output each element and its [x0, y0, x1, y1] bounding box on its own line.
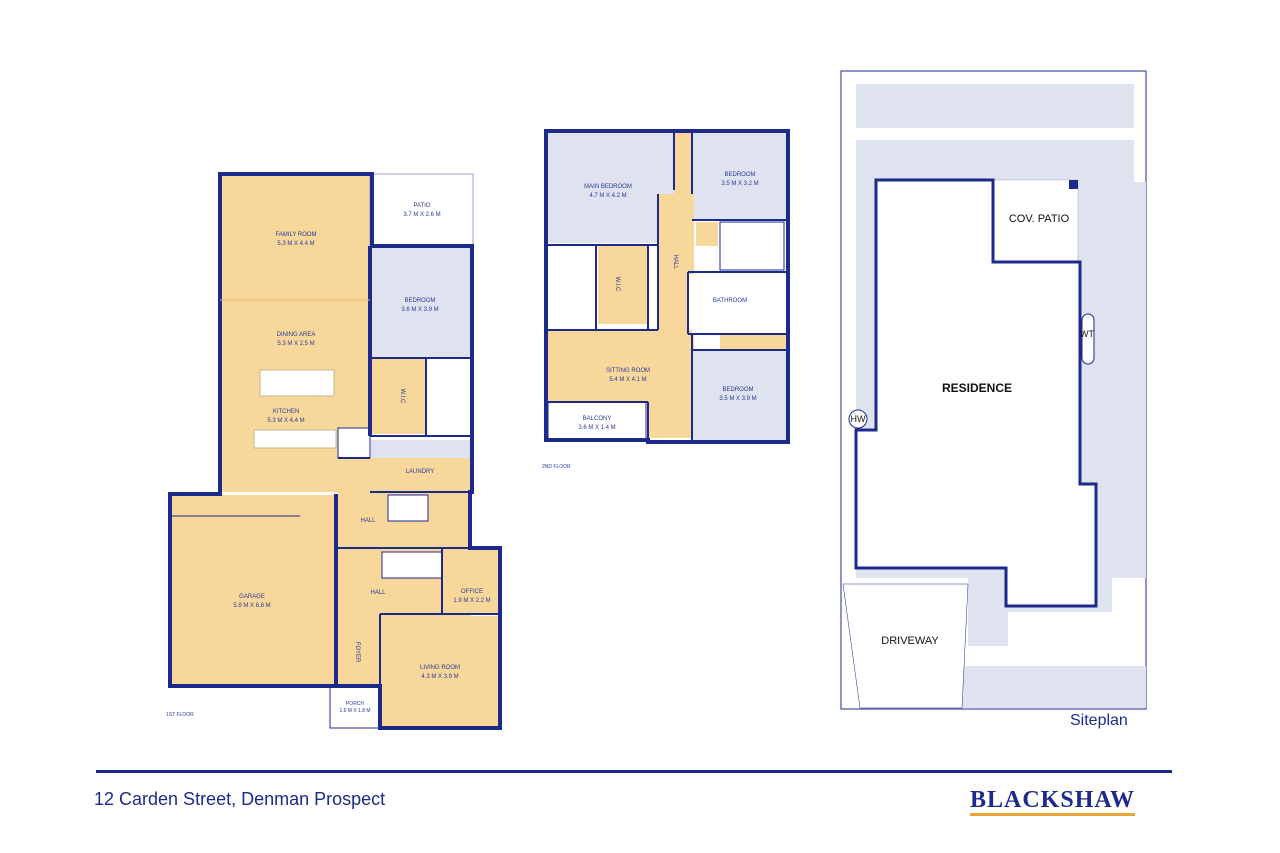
room-name: MAIN BEDROOM [584, 184, 632, 190]
store-area [720, 334, 786, 350]
stairs-upper [719, 221, 785, 271]
hot-water-marker [848, 409, 868, 429]
room-name: BEDROOM [722, 387, 753, 393]
room-name: PORCH [346, 701, 364, 707]
room-size: 3.5 M X 3.2 M [721, 181, 758, 187]
siteplan-caption: Siteplan [1070, 712, 1128, 729]
room-name: PATIO [413, 203, 430, 209]
floor-label: 1ST FLOOR [166, 712, 194, 718]
driveway-label: DRIVEWAY [881, 635, 939, 647]
room-size: 1.9 M X 2.2 M [453, 598, 490, 604]
room-size: 3.5 M X 3.9 M [719, 396, 756, 402]
room-size: 5.3 M X 4.4 M [277, 241, 314, 247]
room-size: 3.7 M X 2.6 M [403, 212, 440, 218]
foyer-area [338, 616, 380, 686]
agency-logo: BLACKSHAW [970, 788, 1136, 816]
kitchen-bench [253, 429, 337, 449]
bedroom-area [692, 133, 786, 219]
main-bedroom-area [548, 133, 674, 243]
front-path [962, 666, 1146, 708]
room-size: 4.3 M X 3.9 M [421, 674, 458, 680]
room-name: BEDROOM [404, 298, 435, 304]
room-size: 4.7 M X 4.2 M [589, 193, 626, 199]
powder-room [381, 551, 443, 579]
room-name: SITTING ROOM [606, 368, 650, 374]
stairs-1 [337, 427, 371, 459]
water-tank-marker [1081, 313, 1095, 365]
room-name: HALL [360, 518, 376, 524]
wic-area [598, 246, 648, 324]
sitting-room-lower [648, 400, 692, 438]
linen-area [696, 222, 718, 246]
ensuite-area [426, 359, 471, 434]
room-name: KITCHEN [273, 409, 299, 415]
room-size: 5.4 M X 4.1 M [609, 377, 646, 383]
residence-label: RESIDENCE [942, 381, 1012, 395]
first-floor-outer-wall [168, 172, 502, 730]
room-name: LIVING ROOM [420, 665, 460, 671]
stairs-2 [387, 494, 429, 522]
wic-area [371, 359, 426, 434]
corner-marker [1069, 180, 1078, 189]
room-name: DINING AREA [277, 332, 316, 338]
residence-footprint [854, 178, 1098, 608]
ensuite-area [548, 246, 596, 328]
patio-label: COV. PATIO [1009, 213, 1070, 225]
room-name: W.I.C [614, 277, 620, 292]
second-floor-plan: MAIN BEDROOM 4.7 M X 4.2 M BEDROOM 3.5 M… [542, 129, 790, 470]
family-room-area [220, 176, 370, 372]
bedroom-lower-area [692, 350, 786, 440]
kitchen-island [259, 369, 335, 397]
footer-divider [96, 770, 1172, 773]
garage-area [168, 495, 336, 685]
room-size: 3.6 M X 1.4 M [578, 425, 615, 431]
room-name: W.I.C [399, 389, 405, 404]
room-name: FAMILY ROOM [275, 232, 316, 238]
room-name: LAUNDRY [406, 469, 435, 475]
room-size: 5.3 M X 4.4 M [267, 418, 304, 424]
office-area [443, 550, 500, 614]
room-name: BEDROOM [724, 172, 755, 178]
water-tank-label: WT [1080, 329, 1094, 339]
living-room-area [380, 616, 500, 726]
sitting-room-area [548, 330, 692, 402]
driveway-area [842, 583, 969, 709]
room-size: 1.6 M X 1.8 M [339, 708, 370, 714]
room-size: 5.3 M X 2.5 M [277, 341, 314, 347]
room-name: BATHROOM [713, 298, 747, 304]
bathroom-area [688, 274, 786, 334]
property-address: 12 Carden Street, Denman Prospect [94, 789, 386, 809]
siteplan: RESIDENCE COV. PATIO DRIVEWAY HW WT [840, 70, 1147, 710]
bedroom-area [370, 247, 471, 357]
hot-water-label: HW [851, 414, 866, 424]
room-name: FOYER [354, 642, 360, 663]
room-name: HALL [370, 590, 386, 596]
first-floor-plan: FAMILY ROOM 5.3 M X 4.4 M PATIO 3.7 M X … [166, 172, 502, 730]
floor-label: 2ND FLOOR [542, 464, 571, 470]
hall-top [674, 133, 692, 195]
rear-path [856, 84, 1134, 128]
patio-area [992, 179, 1079, 263]
room-size: 5.9 M X 6.8 M [233, 603, 270, 609]
room-name: HALL [672, 254, 678, 270]
room-name: GARAGE [239, 594, 265, 600]
room-name: BALCONY [583, 416, 612, 422]
room-size: 3.6 M X 3.9 M [401, 307, 438, 313]
porch-area [329, 685, 381, 729]
patio-area [369, 173, 474, 247]
room-name: OFFICE [461, 589, 483, 595]
